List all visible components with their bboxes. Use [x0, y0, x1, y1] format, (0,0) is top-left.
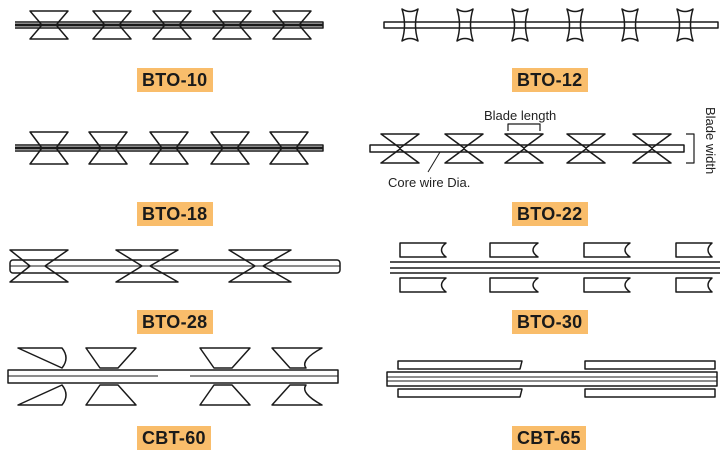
label-bto-18: BTO-18 [137, 202, 213, 226]
cbt-60-drawing [7, 347, 339, 406]
core-wire-dia-annotation: Core wire Dia. [388, 175, 470, 190]
bto-22-drawing [369, 123, 695, 173]
label-cbt-65: CBT-65 [512, 426, 586, 450]
blade-length-annotation: Blade length [484, 108, 556, 123]
bto-30-drawing [390, 242, 720, 293]
label-bto-30: BTO-30 [512, 310, 588, 334]
bto-12-drawing [383, 8, 719, 42]
label-bto-12: BTO-12 [512, 68, 588, 92]
label-cbt-60: CBT-60 [137, 426, 211, 450]
cbt-65-drawing [386, 360, 718, 398]
label-bto-10: BTO-10 [137, 68, 213, 92]
bto-10-drawing [15, 10, 324, 40]
bto-28-drawing [9, 249, 341, 283]
blade-width-annotation: Blade width [703, 107, 718, 174]
bto-18-drawing [15, 131, 324, 165]
label-bto-28: BTO-28 [137, 310, 213, 334]
label-bto-22: BTO-22 [512, 202, 588, 226]
